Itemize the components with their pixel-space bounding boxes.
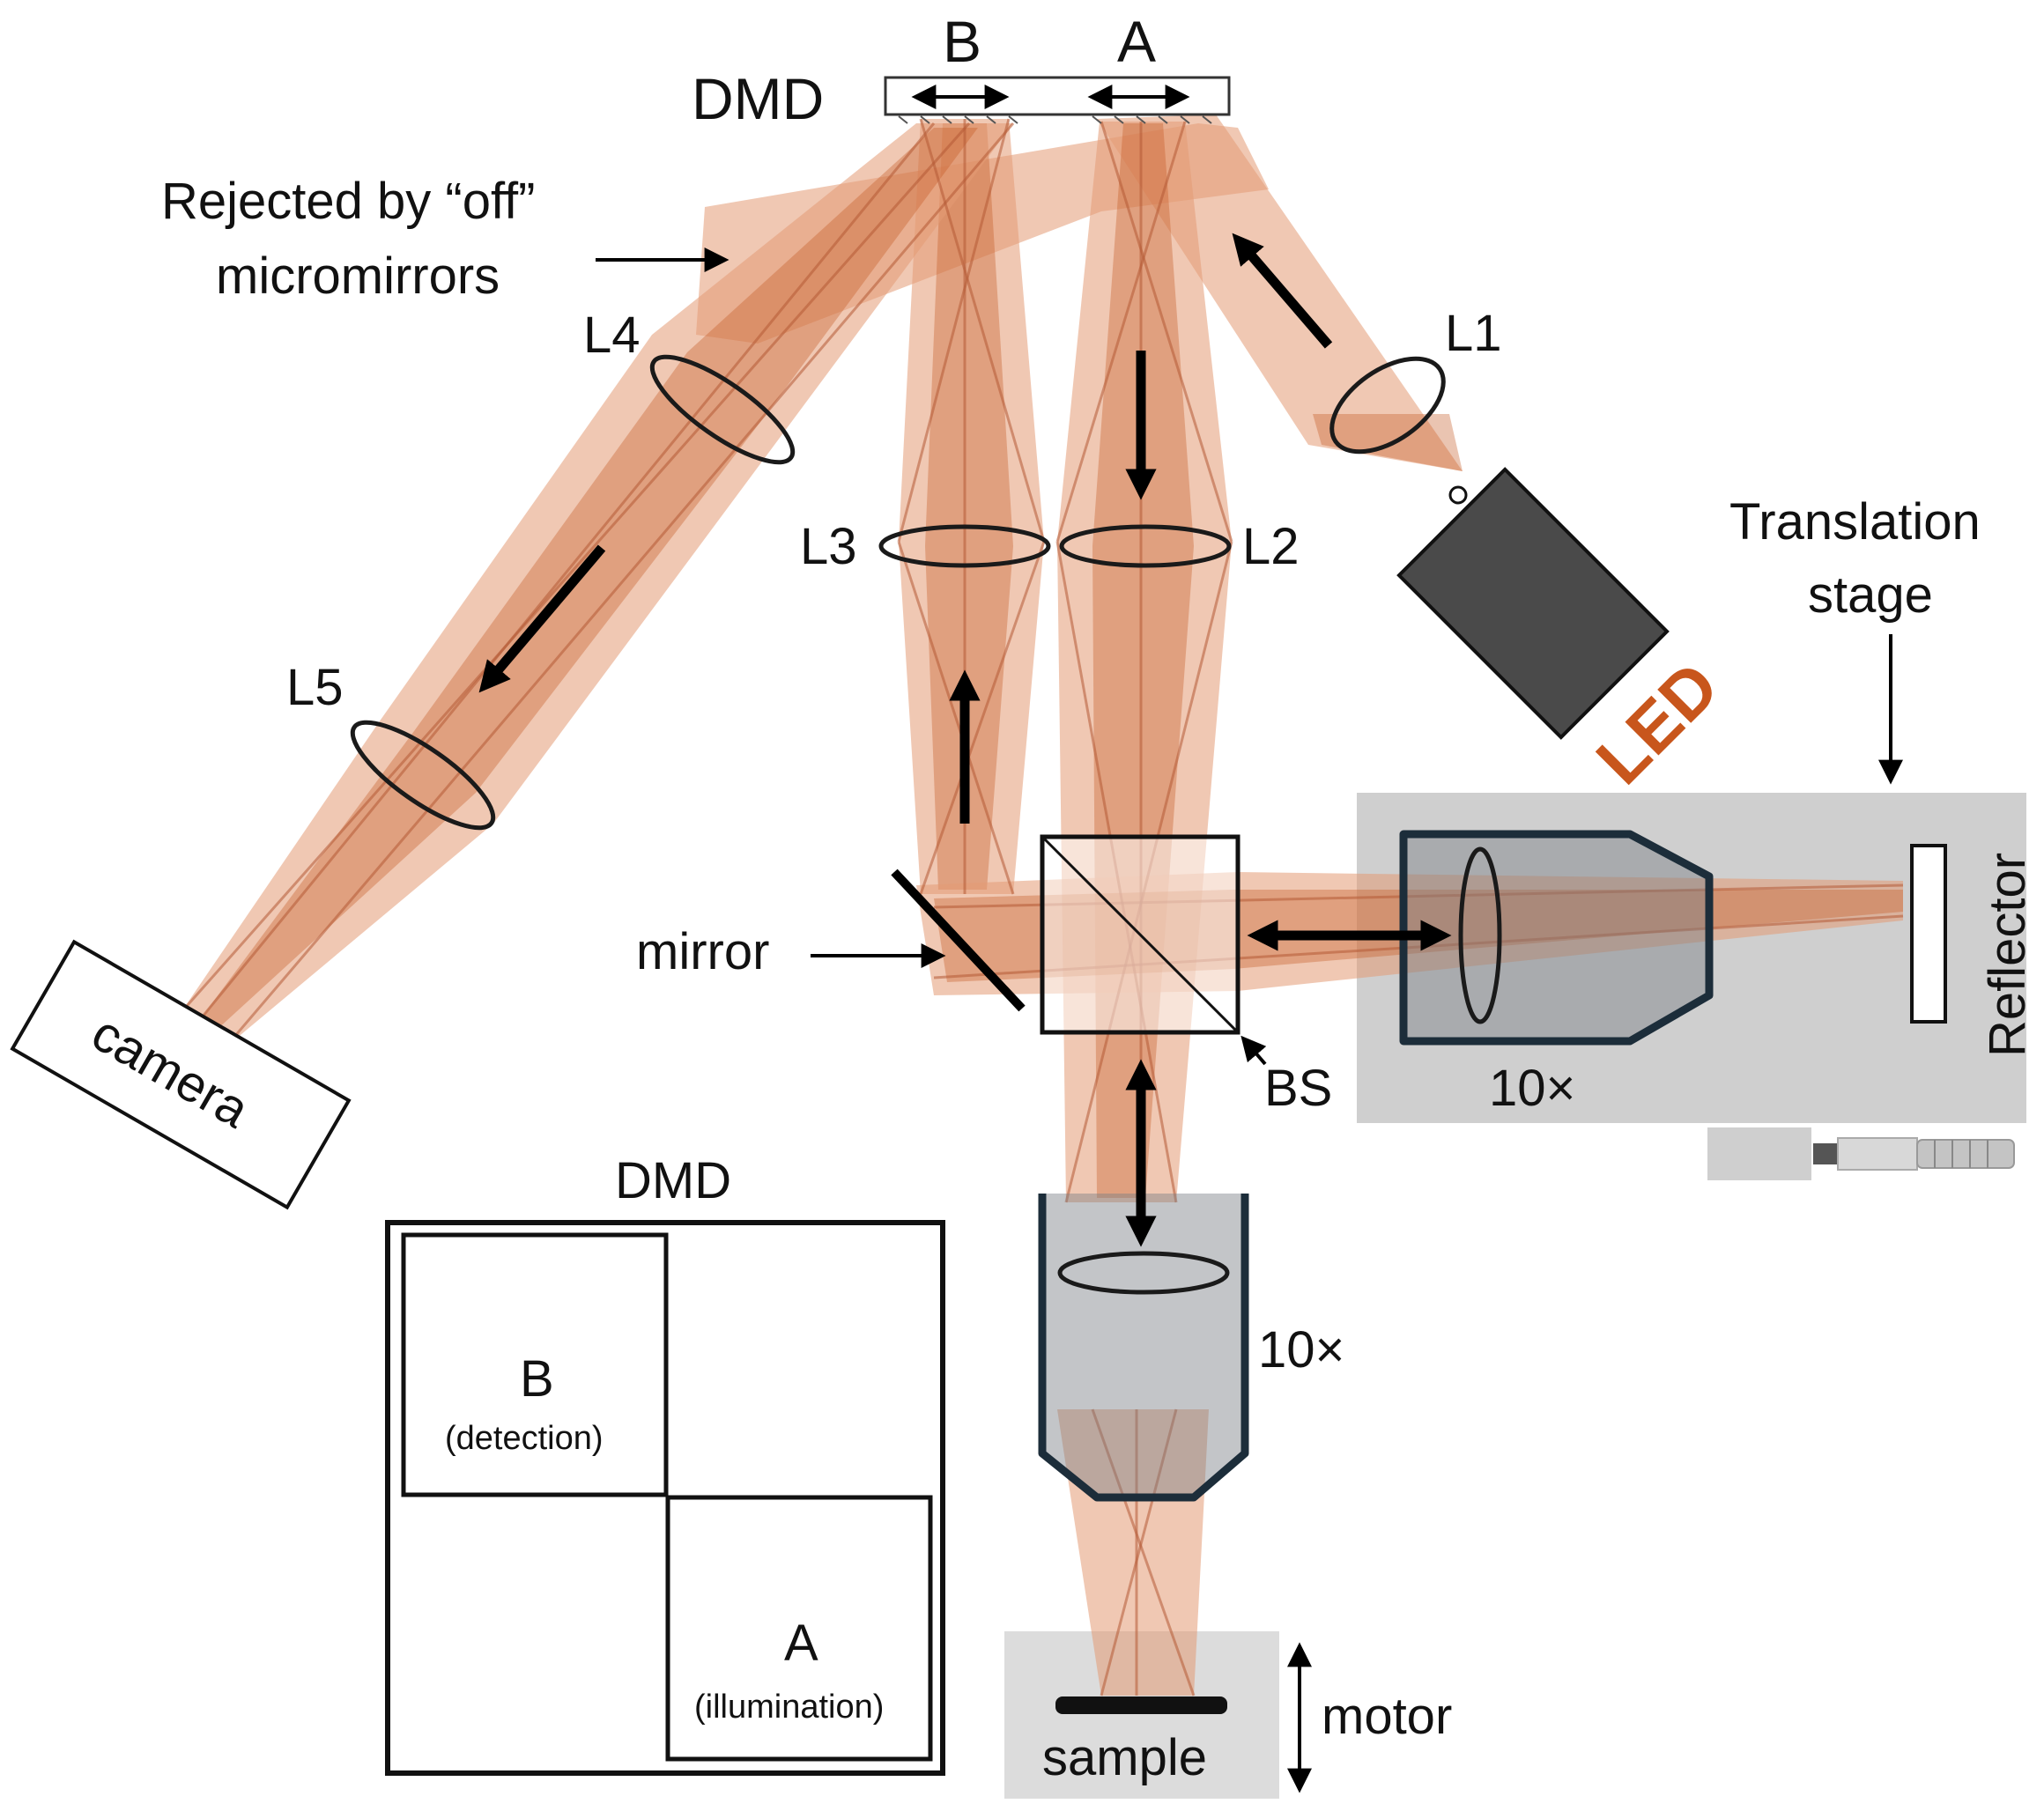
pointer-bs [1240,1035,1267,1066]
lens-l5 [350,720,496,831]
camera [10,939,352,1210]
label-rejected-line2: micromirrors [216,248,500,305]
label-l2: L2 [1242,518,1300,575]
inset-b-label: B [520,1350,554,1408]
label-translation-line1: Translation [1729,493,1981,551]
inset-region-b [401,1232,669,1497]
inset-a-sub: (illumination) [694,1689,884,1726]
beam-b-core [925,123,1013,890]
objective-bottom [1038,1194,1249,1502]
inset-a-label: A [784,1615,818,1672]
led-source [1396,467,1670,740]
label-mag-right: 10× [1489,1060,1575,1117]
label-reflector: Reflector [1979,853,2036,1057]
arrow-to-camera [478,544,606,693]
dmd-micromirror-ticks [898,115,1212,124]
label-mirror: mirror [636,923,769,980]
lens-l2 [1059,524,1232,568]
micrometer-icon [1813,1137,2015,1171]
label-motor: motor [1322,1688,1452,1745]
objective-bottom-lens [1057,1251,1230,1295]
lens-l3 [878,524,1051,568]
stage-block [1707,1127,1811,1180]
label-l5: L5 [286,659,344,716]
reflector [1910,844,1947,1024]
label-bs: BS [1264,1060,1332,1117]
label-region-a: A [1117,9,1156,74]
mirror [891,869,1026,1012]
label-translation-line2: stage [1808,566,1933,624]
inset-region-a [665,1495,933,1762]
inset-b-sub: (detection) [445,1420,604,1457]
led-output-beam [1313,414,1463,471]
objective-right [1399,830,1714,1046]
camera-beam-core [198,128,978,1031]
label-sample: sample [1042,1729,1207,1786]
sample-cones [1057,1409,1209,1696]
camera-beam [181,123,1013,1048]
label-mag-bottom: 10× [1258,1321,1344,1379]
label-l1: L1 [1445,305,1502,362]
dmd-inset: DMD B (detection) A (illumination) [385,1152,945,1776]
label-l3: L3 [800,518,857,575]
arrow-l1-to-dmd [1232,233,1333,349]
lens-l1 [1329,356,1446,455]
label-region-b: B [943,9,981,74]
label-dmd-top: DMD [692,66,824,131]
beam-b [899,119,1044,894]
beam-splitter-diagonal [1041,835,1240,1034]
label-rejected-line1: Rejected by “off” [161,173,535,230]
sample [1055,1696,1227,1714]
label-l4: L4 [583,307,641,364]
inset-title: DMD [615,1152,731,1209]
lens-l4 [649,354,796,465]
objective-right-lens [1458,846,1502,1024]
